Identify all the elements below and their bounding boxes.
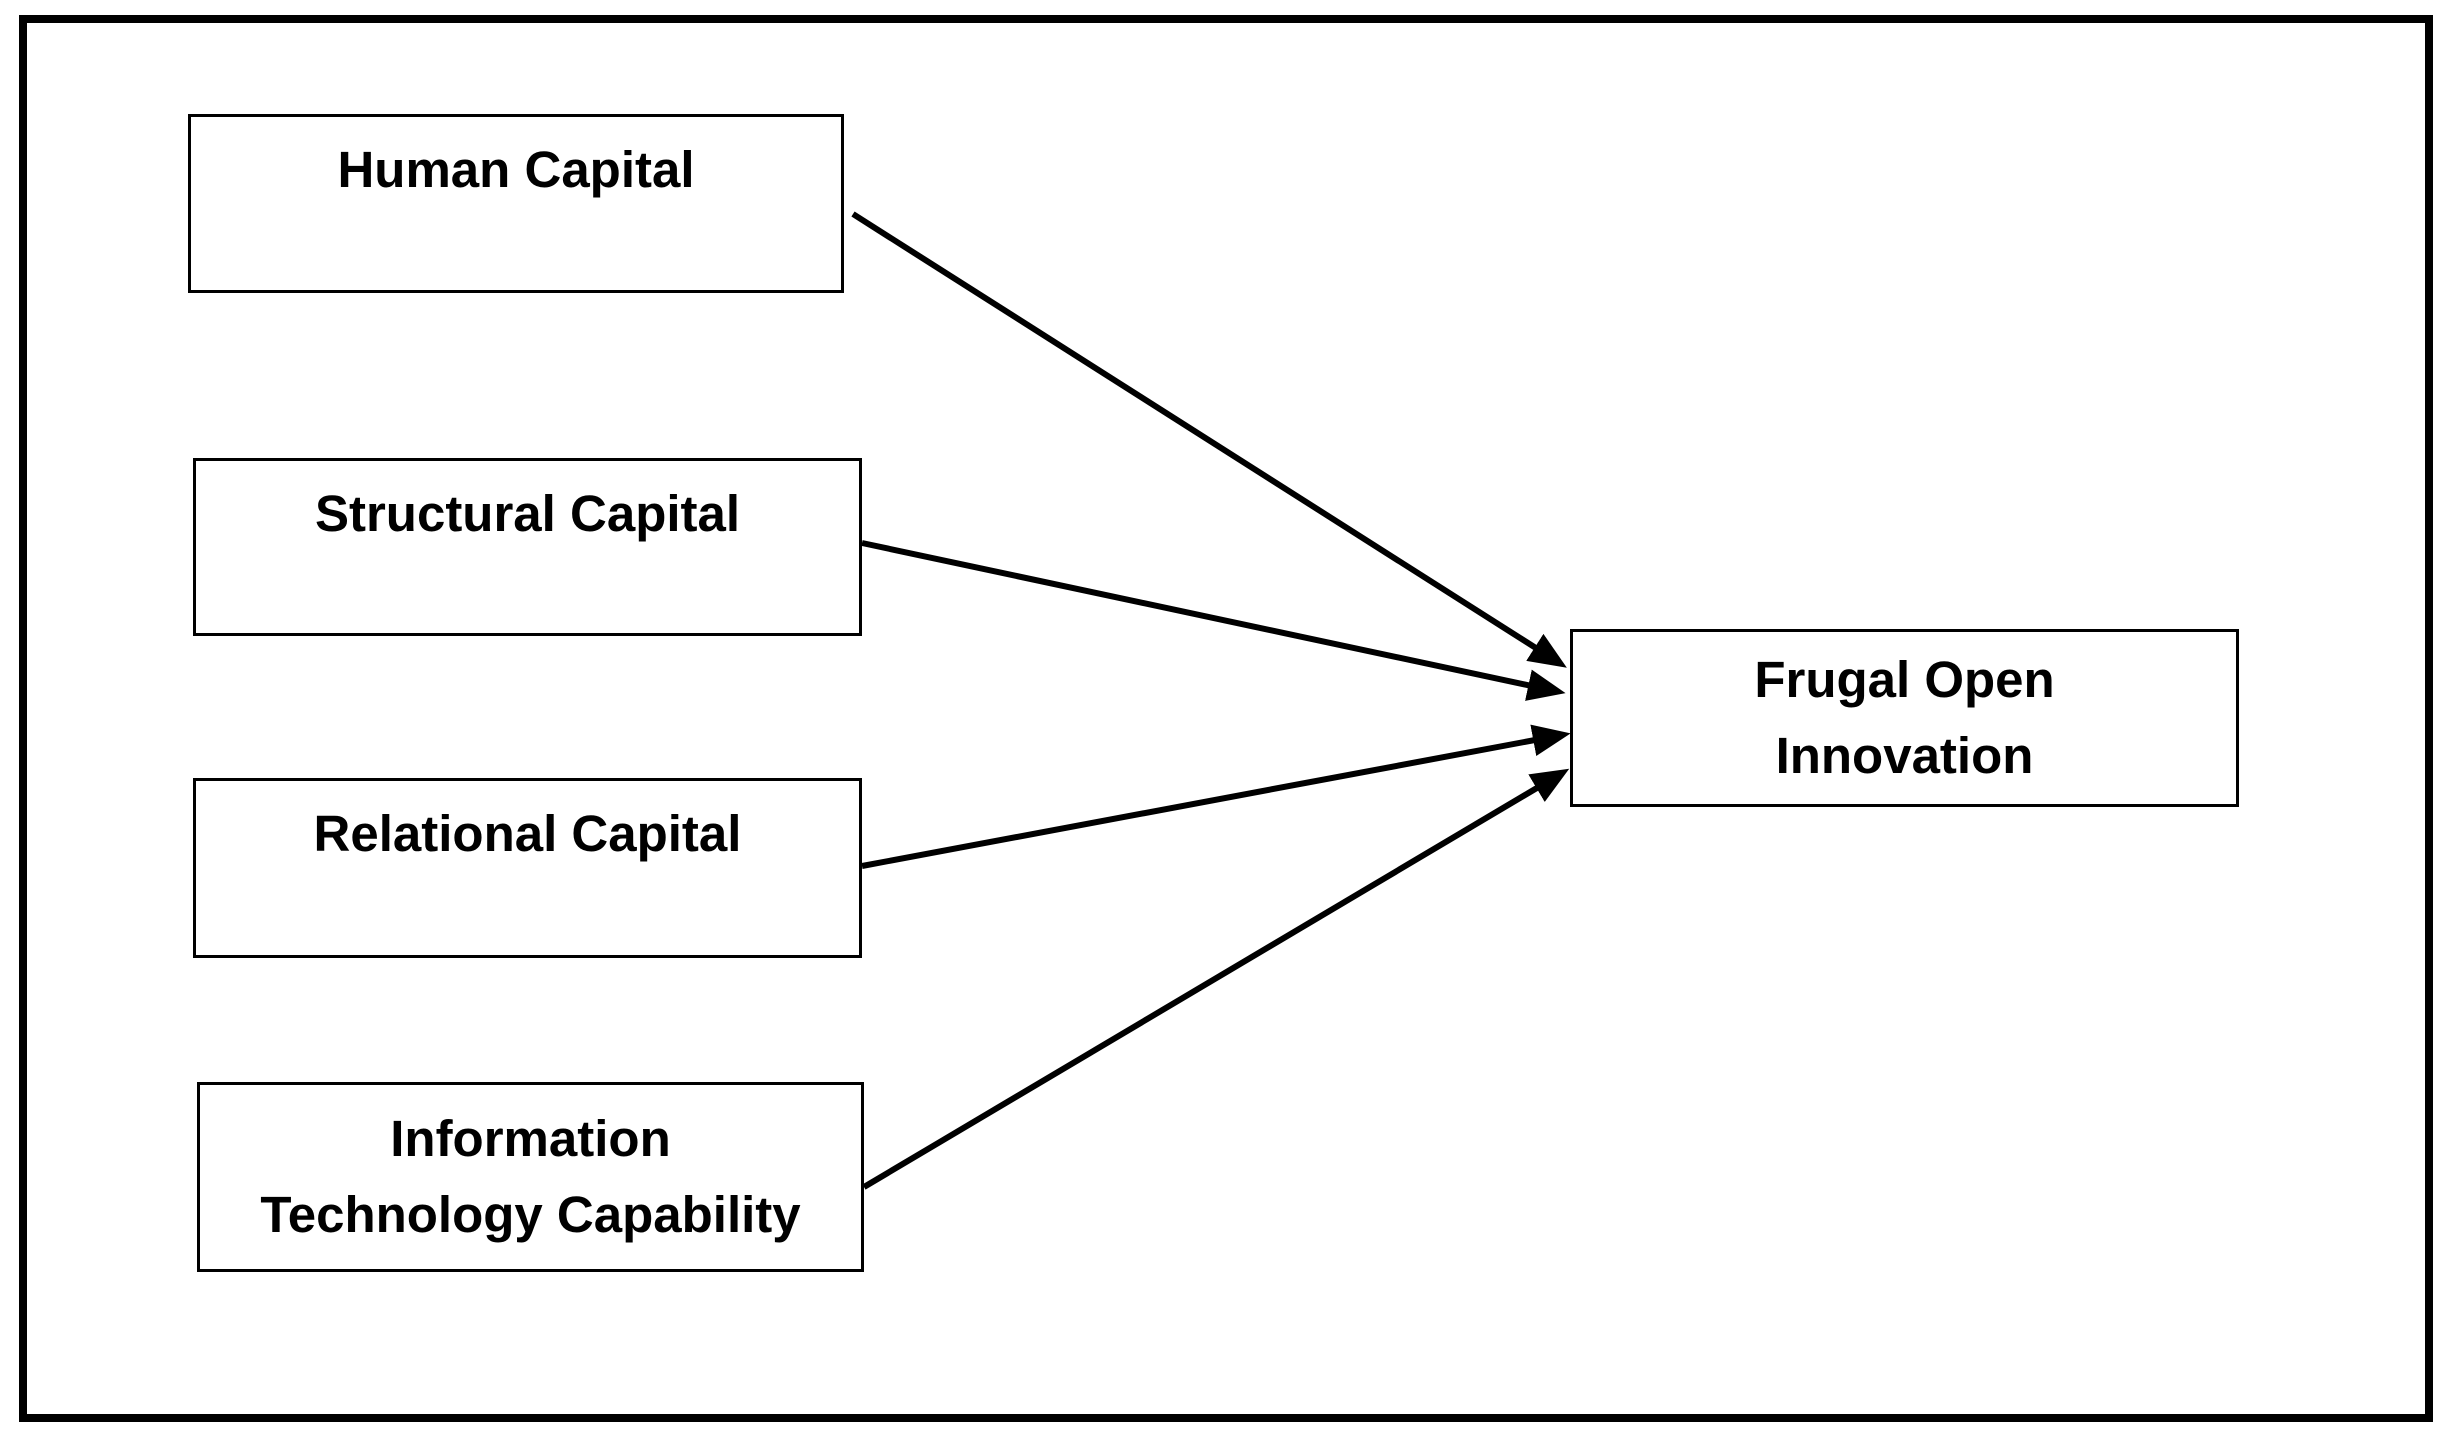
- node-human-capital: Human Capital: [188, 114, 844, 293]
- node-structural-capital-label: Structural Capital: [314, 485, 741, 542]
- node-human-capital-label: Human Capital: [337, 141, 695, 198]
- node-frugal-open-innovation-label-line2: Innovation: [1775, 727, 2034, 784]
- node-information-technology-capability: Information Technology Capability: [197, 1082, 864, 1272]
- outer-frame: [19, 15, 2433, 1422]
- node-frugal-open-innovation: Frugal Open Innovation: [1570, 629, 2239, 807]
- node-relational-capital: Relational Capital: [193, 778, 862, 958]
- node-relational-capital-label: Relational Capital: [313, 805, 742, 862]
- node-frugal-open-innovation-label-line1: Frugal Open: [1754, 651, 2055, 708]
- node-it-capability-label-line1: Information: [390, 1110, 671, 1167]
- node-it-capability-label-line2: Technology Capability: [260, 1186, 801, 1243]
- node-structural-capital: Structural Capital: [193, 458, 862, 636]
